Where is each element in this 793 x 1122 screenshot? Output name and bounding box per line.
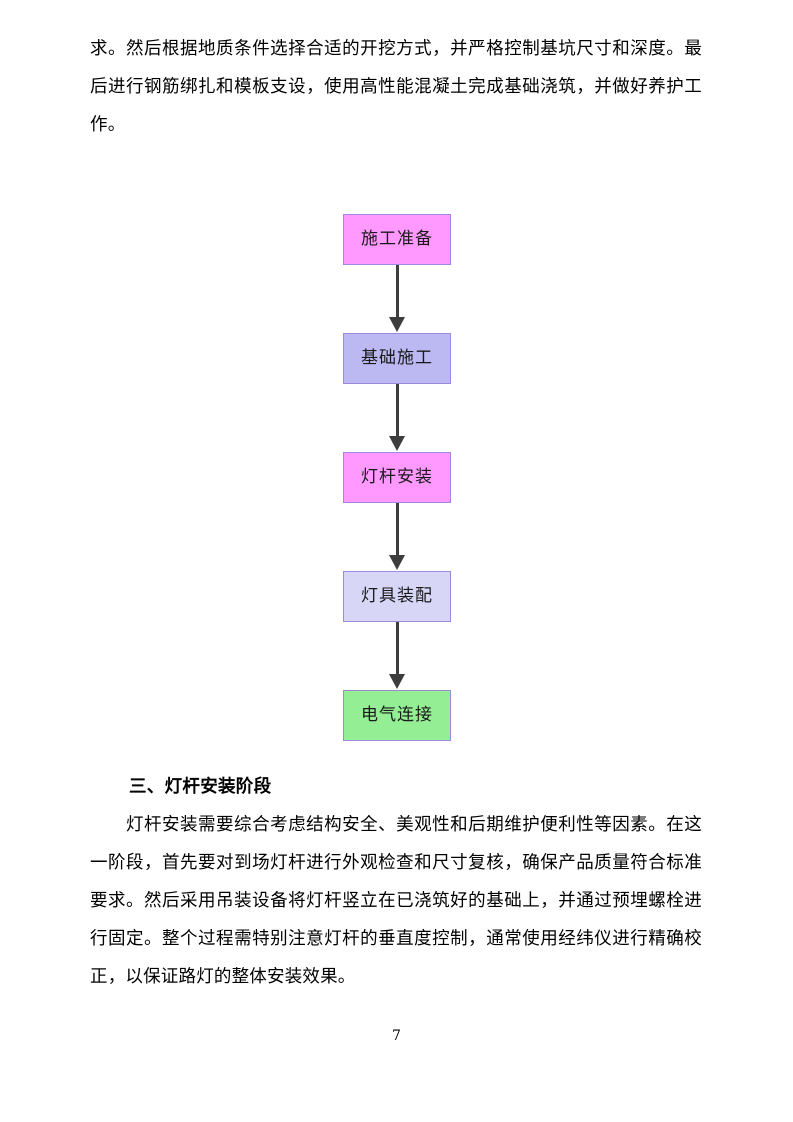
arrow-head-icon — [389, 555, 405, 570]
arrow-shaft — [395, 265, 399, 319]
paragraph-text: 灯杆安装需要综合考虑结构安全、美观性和后期维护便利性等因素。在这一阶段，首先要对… — [90, 815, 702, 987]
body-paragraph-block: 灯杆安装需要综合考虑结构安全、美观性和后期维护便利性等因素。在这一阶段，首先要对… — [90, 806, 702, 996]
flow-arrow-4 — [343, 622, 451, 690]
flowchart-column: 施工准备 基础施工 灯杆安装 灯具装配 — [343, 214, 453, 741]
flow-node-electrical-connection[interactable]: 电气连接 — [343, 690, 451, 741]
flow-node-label: 灯杆安装 — [361, 467, 433, 487]
flow-node-label: 施工准备 — [361, 229, 433, 249]
construction-flowchart: 施工准备 基础施工 灯杆安装 灯具装配 — [0, 205, 793, 750]
section-heading-text: 三、灯杆安装阶段 — [129, 777, 272, 797]
page-number: 7 — [392, 1028, 401, 1044]
arrow-head-icon — [389, 674, 405, 689]
paragraph-text: 求。然后根据地质条件选择合适的开挖方式，并严格控制基坑尺寸和深度。最后进行钢筋绑… — [90, 39, 702, 135]
arrow-shaft — [395, 503, 399, 557]
flow-node-construction-preparation[interactable]: 施工准备 — [343, 214, 451, 265]
flow-arrow-1 — [343, 265, 451, 333]
flow-node-label: 灯具装配 — [361, 586, 433, 606]
arrow-shaft — [395, 384, 399, 438]
flow-node-pole-installation[interactable]: 灯杆安装 — [343, 452, 451, 503]
flow-node-foundation-construction[interactable]: 基础施工 — [343, 333, 451, 384]
section-heading-block: 三、灯杆安装阶段 — [90, 768, 702, 806]
flow-arrow-3 — [343, 503, 451, 571]
top-paragraph-block: 求。然后根据地质条件选择合适的开挖方式，并严格控制基坑尺寸和深度。最后进行钢筋绑… — [90, 30, 702, 144]
arrow-head-icon — [389, 436, 405, 451]
arrow-head-icon — [389, 317, 405, 332]
arrow-shaft — [395, 622, 399, 676]
flow-node-luminaire-assembly[interactable]: 灯具装配 — [343, 571, 451, 622]
flow-node-label: 基础施工 — [361, 348, 433, 368]
flow-arrow-2 — [343, 384, 451, 452]
flow-node-label: 电气连接 — [361, 705, 433, 725]
